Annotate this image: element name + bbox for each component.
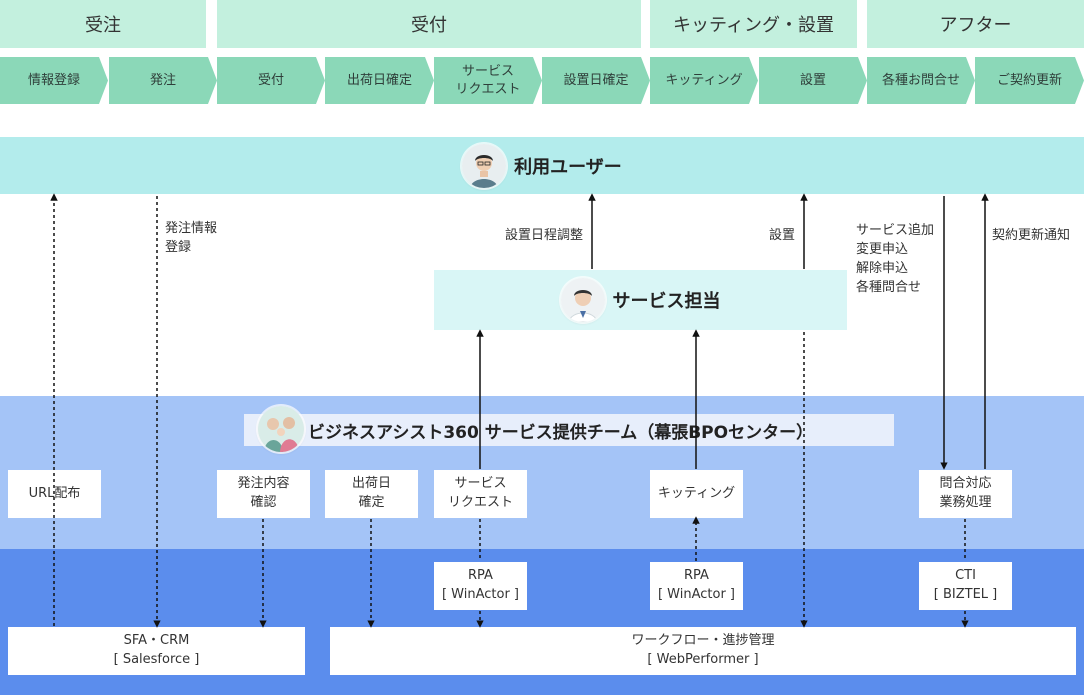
phase-label: キッティング・設置 [673,15,834,36]
phase-kitting-install: キッティング・設置 [650,0,857,48]
phase-order: 受注 [0,0,206,48]
step-install: 設置 [759,57,867,104]
step-service-request: サービス リクエスト [434,57,542,104]
user-avatar [462,143,507,188]
team-avatar [258,406,304,452]
phase-label: 受注 [85,15,121,36]
service-staff-box: サービス担当 [434,270,847,330]
tool-cti: CTI [ BIZTEL ] [919,562,1012,610]
system-sfa-crm: SFA・CRM [ Salesforce ] [8,627,305,675]
step-info-registration: 情報登録 [0,57,108,104]
task-inquiry: 問合対応 業務処理 [919,470,1012,518]
user-band-label: 利用ユーザー [514,156,622,178]
step-kitting: キッティング [650,57,758,104]
task-kitting: キッティング [650,470,743,518]
tool-rpa-kitting: RPA [ WinActor ] [650,562,743,610]
service-staff-label: サービス担当 [612,291,721,312]
service-staff-avatar [560,278,605,322]
note-schedule: 設置日程調整 [505,228,584,243]
step-inquiries: 各種お問合せ [867,57,975,104]
tool-rpa-request: RPA [ WinActor ] [434,562,527,610]
task-service-request: サービス リクエスト [434,470,527,518]
note-requests: サービス追加 変更申込 解除申込 各種問合せ [856,223,935,295]
step-install-date: 設置日確定 [542,57,650,104]
user-band: 利用ユーザー [0,137,1084,194]
phase-reception: 受付 [217,0,641,48]
note-renewal: 契約更新通知 [992,228,1071,243]
team-label: ビジネスアシスト360 サービス提供チーム（幕張BPOセンター） [244,414,894,446]
step-order: 発注 [109,57,217,104]
phase-label: 受付 [411,15,447,36]
phase-after: アフター [867,0,1084,48]
note-install: 設置 [769,228,796,243]
phase-label: アフター [939,15,1012,36]
note-order-info: 発注情報 登録 [165,221,218,255]
task-order-check: 発注内容 確認 [217,470,310,518]
system-workflow: ワークフロー・進捗管理 [ WebPerformer ] [330,627,1076,675]
step-reception: 受付 [217,57,325,104]
task-ship-date: 出荷日 確定 [325,470,418,518]
step-contract-renewal: ご契約更新 [975,57,1084,104]
step-ship-date: 出荷日確定 [325,57,434,104]
